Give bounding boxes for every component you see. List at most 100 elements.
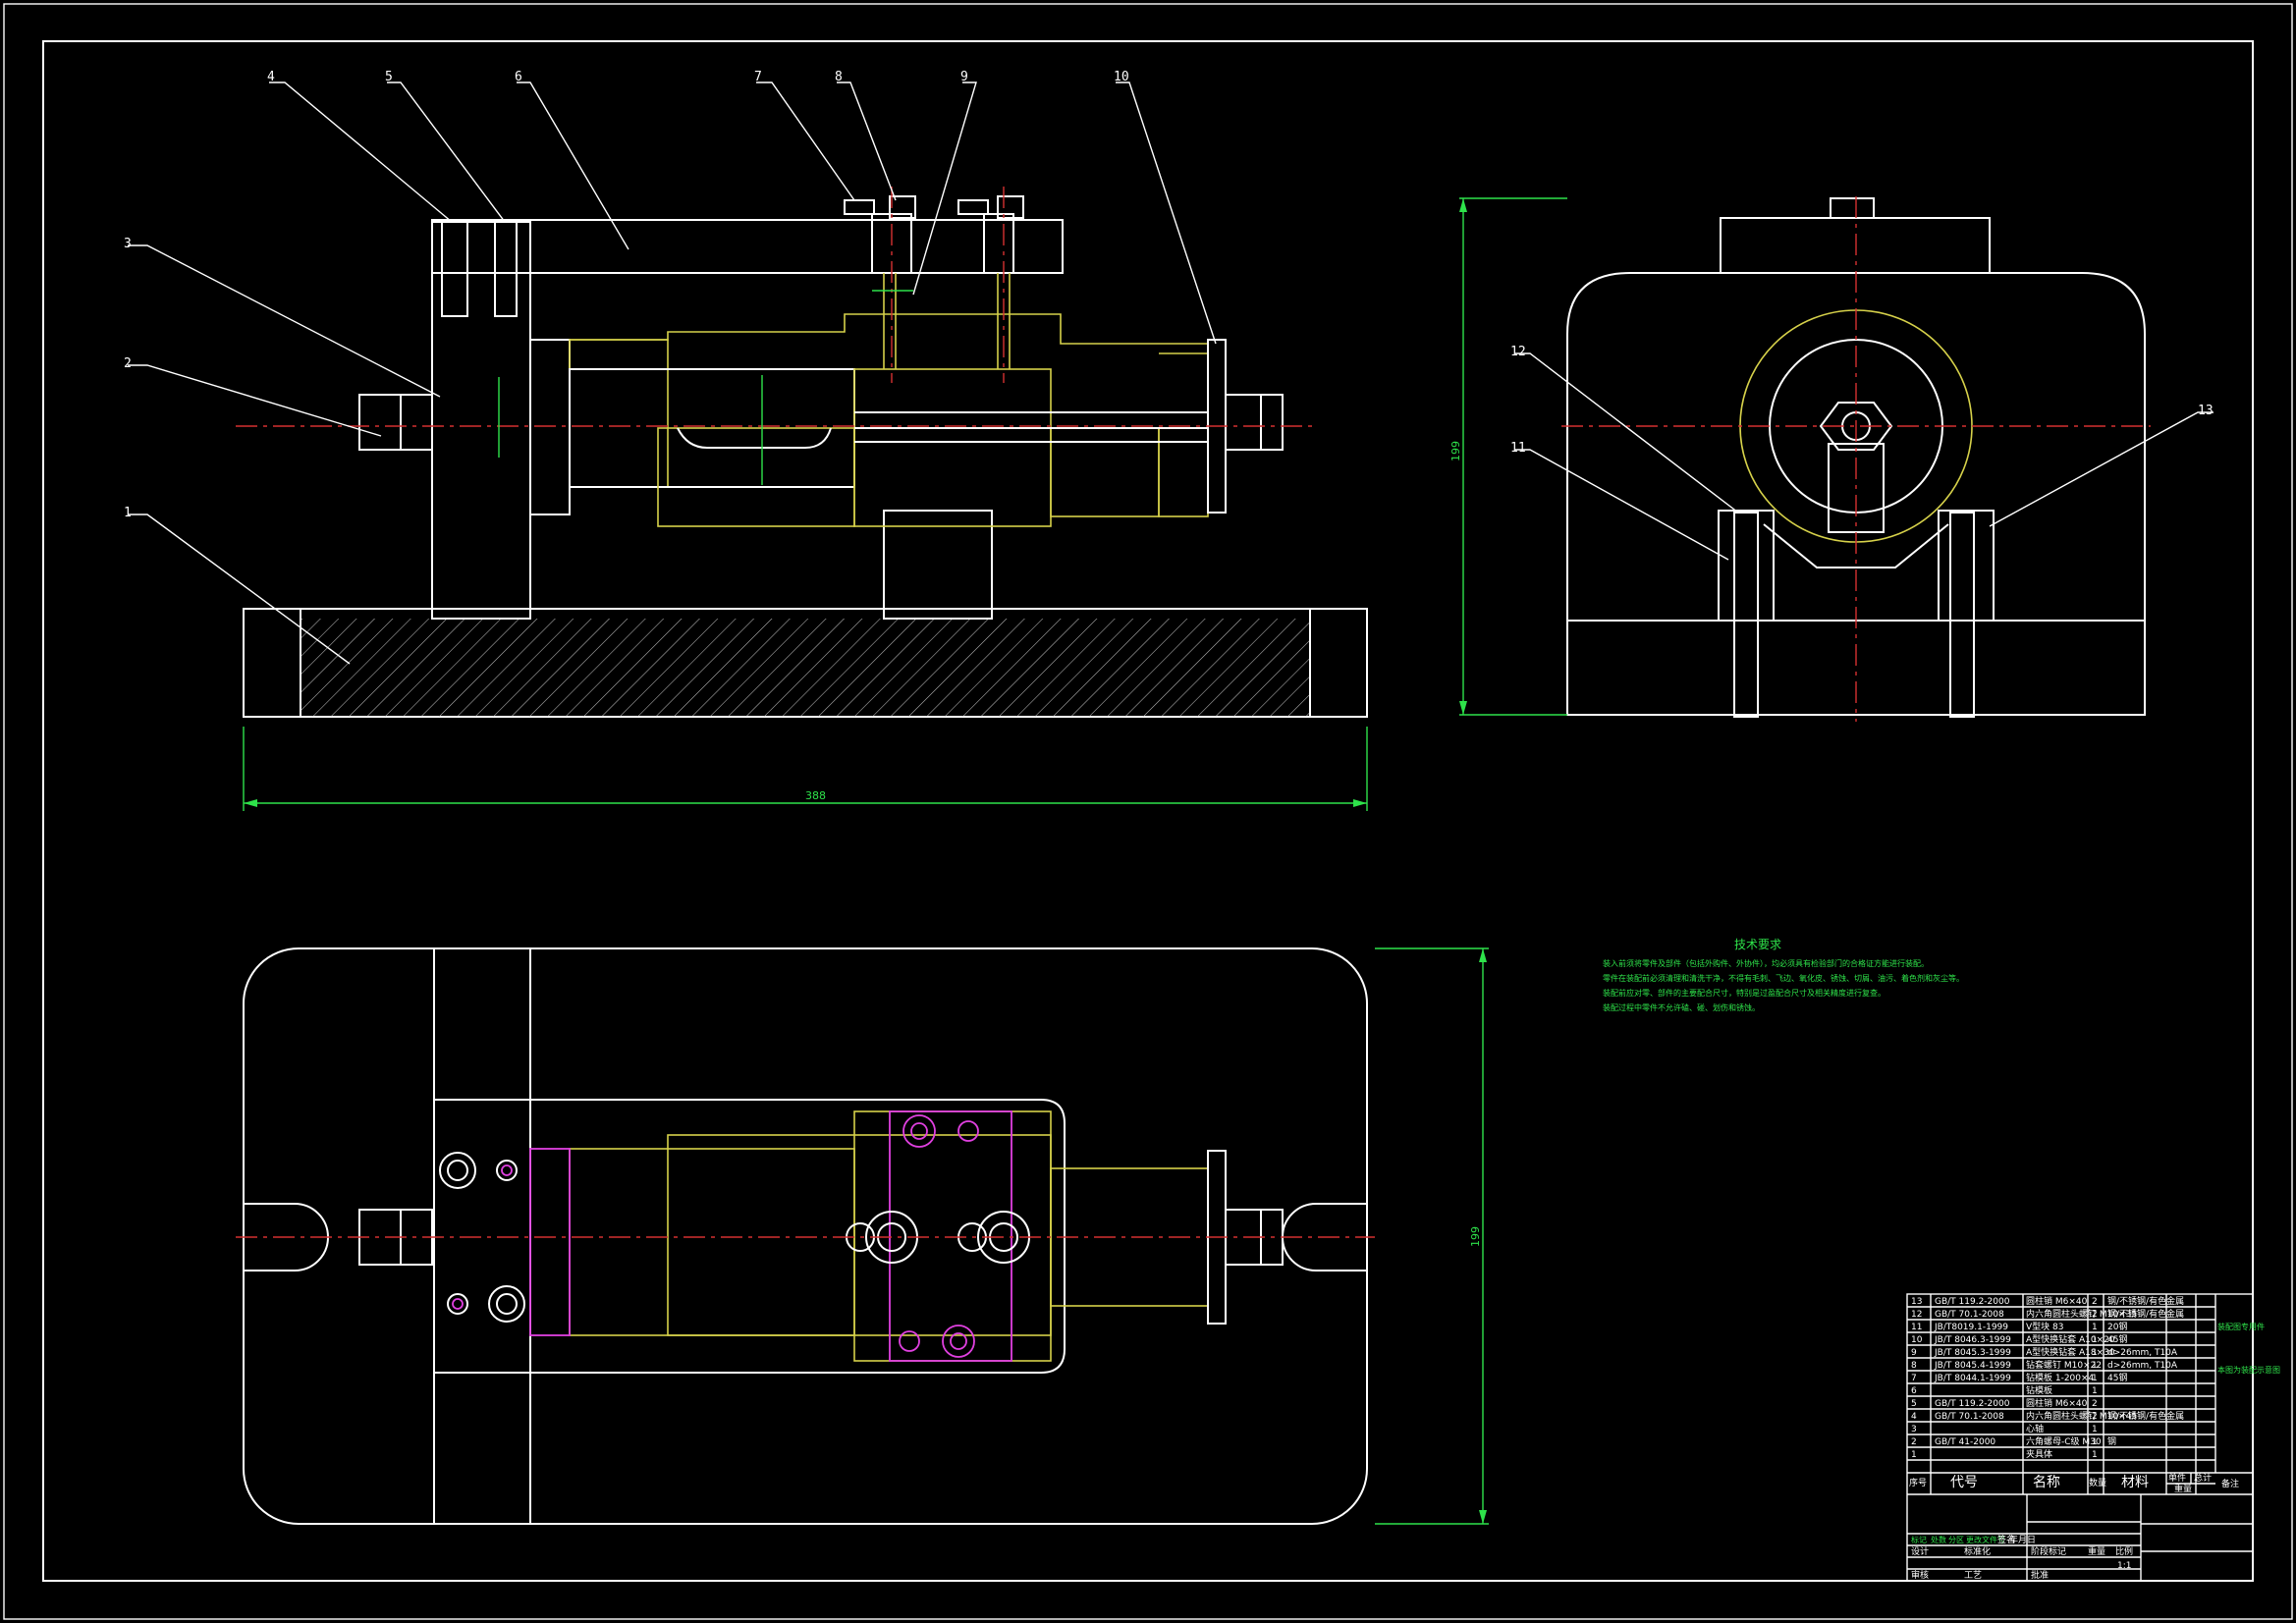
bom-cell-name: 心轴 xyxy=(2026,1423,2044,1434)
bom-cell-qty: 1 xyxy=(2092,1386,2098,1396)
bom-cell-mat: d>26mm, T10A xyxy=(2107,1348,2178,1358)
bom-cell-no: 6 xyxy=(1911,1386,1917,1396)
label-part-10: 10 xyxy=(1114,70,1129,84)
tb-count: 处数 xyxy=(1931,1535,1946,1544)
label-part-7: 7 xyxy=(754,70,762,84)
bom-header-qty: 数量 xyxy=(2089,1477,2106,1488)
bom-cell-code: JB/T8019.1-1999 xyxy=(1934,1323,2008,1332)
label-part-2: 2 xyxy=(124,356,132,371)
bom-cell-qty: 1 xyxy=(2092,1348,2098,1358)
bom-cell-qty: 2 xyxy=(2092,1310,2098,1320)
tb-stage: 阶段标记 xyxy=(2031,1545,2066,1557)
bom-cell-qty: 2 xyxy=(2092,1412,2098,1422)
title-block xyxy=(1906,1293,2254,1582)
dim-top-width: 199 xyxy=(1469,1226,1482,1247)
label-part-6: 6 xyxy=(515,70,522,84)
label-part-9: 9 xyxy=(960,70,968,84)
bom-cell-code: GB/T 119.2-2000 xyxy=(1935,1297,2010,1307)
bom-cell-qty: 1 xyxy=(2092,1437,2098,1447)
notes-line-1: 装入前须将零件及部件（包括外购件、外协件），均必须具有检验部门的合格证方能进行装… xyxy=(1603,958,1929,968)
bom-cell-name: A型快换钻套 A18×30 xyxy=(2026,1346,2115,1358)
bom-cell-no: 2 xyxy=(1911,1437,1917,1447)
tb-standard: 标准化 xyxy=(1964,1545,1991,1557)
bom-cell-qty: 1 xyxy=(2092,1335,2098,1345)
bom-cell-code: JB/T 8046.3-1999 xyxy=(1934,1335,2011,1345)
bom-cell-mat: d>26mm, T10A xyxy=(2107,1361,2178,1371)
bom-cell-no: 5 xyxy=(1911,1399,1917,1409)
bom-cell-no: 3 xyxy=(1911,1425,1917,1434)
label-part-4: 4 xyxy=(267,70,275,84)
tb-weight: 重量 xyxy=(2088,1545,2105,1557)
bom-cell-qty: 2 xyxy=(2092,1297,2098,1307)
bom-cell-qty: 1 xyxy=(2092,1450,2098,1460)
tb-approve: 批准 xyxy=(2031,1569,2049,1581)
tb-design: 设计 xyxy=(1911,1545,1929,1557)
bom-cell-mat: 45钢 xyxy=(2107,1372,2127,1383)
bom-cell-name: 圆柱销 M6×40 xyxy=(2026,1295,2088,1307)
bom-cell-qty: 1 xyxy=(2092,1361,2098,1371)
bom-header-note: 备注 xyxy=(2221,1478,2239,1489)
bom-cell-code: GB/T 119.2-2000 xyxy=(1935,1399,2010,1409)
bom-cell-mat: 20钢 xyxy=(2107,1321,2127,1332)
label-part-3: 3 xyxy=(124,237,132,251)
bom-cell-name: 夹具体 xyxy=(2026,1448,2052,1460)
bom-cell-name: 圆柱销 M6×40 xyxy=(2026,1397,2088,1409)
bom-cell-code: JB/T 8045.3-1999 xyxy=(1934,1348,2011,1358)
bom-cell-name: A型快换钻套 A10×20 xyxy=(2026,1333,2115,1345)
front-section-view xyxy=(236,187,1368,811)
bom-header-weight: 重量 xyxy=(2174,1483,2192,1494)
bom-header-mat: 材料 xyxy=(2121,1475,2149,1490)
bom-cell-no: 1 xyxy=(1911,1450,1917,1460)
tb-scale-value: 1:1 xyxy=(2117,1561,2131,1571)
bom-header-total: 总计 xyxy=(2194,1472,2212,1484)
bom-cell-no: 9 xyxy=(1911,1348,1917,1358)
bom-cell-no: 4 xyxy=(1911,1412,1917,1422)
bom-cell-code: JB/T 8044.1-1999 xyxy=(1934,1374,2011,1383)
outer-border xyxy=(3,3,2293,1620)
bom-header-code: 代号 xyxy=(1950,1475,1978,1490)
bom-cell-no: 8 xyxy=(1911,1361,1917,1371)
tb-process: 工艺 xyxy=(1964,1570,1982,1581)
bom-cell-no: 10 xyxy=(1911,1335,1923,1345)
bom-cell-code: GB/T 41-2000 xyxy=(1935,1437,1995,1447)
label-part-1: 1 xyxy=(124,506,132,520)
bom-side-note-2: 本图为装配示意图 xyxy=(2217,1365,2280,1375)
notes-line-4: 装配过程中零件不允许磕、碰、划伤和锈蚀。 xyxy=(1603,1002,1760,1012)
label-part-12: 12 xyxy=(1510,345,1526,359)
tb-scale: 比例 xyxy=(2115,1545,2133,1557)
bom-cell-qty: 1 xyxy=(2092,1425,2098,1434)
label-part-13: 13 xyxy=(2198,404,2214,418)
dim-side-height: 199 xyxy=(1449,441,1462,461)
notes-line-3: 装配前应对零、部件的主要配合尺寸，特别是过盈配合尺寸及相关精度进行复查。 xyxy=(1603,988,1886,998)
bom-cell-no: 13 xyxy=(1911,1297,1922,1307)
bom-cell-mat: 钢 xyxy=(2107,1435,2116,1447)
bom-cell-mat: 45钢 xyxy=(2107,1333,2127,1345)
bom-cell-name: 钻模板 1-200×4 xyxy=(2026,1372,2095,1383)
bom-cell-no: 7 xyxy=(1911,1374,1917,1383)
bom-cell-qty: 1 xyxy=(2092,1323,2098,1332)
bom-cell-name: 内六角圆柱头螺钉 M10×45 xyxy=(2026,1410,2137,1422)
bom-header-name: 名称 xyxy=(2033,1475,2060,1490)
bom-cell-mat: 钢/不锈钢/有色金属 xyxy=(2107,1410,2184,1422)
top-view xyxy=(236,947,1489,1525)
bom-cell-name: 钻模板 xyxy=(2026,1384,2052,1396)
bom-cell-code: GB/T 70.1-2008 xyxy=(1935,1412,2004,1422)
technical-requirements: 技术要求 装入前须将零件及部件（包括外购件、外协件），均必须具有检验部门的合格证… xyxy=(1603,938,1964,1012)
bom-cell-mat: 钢/不锈钢/有色金属 xyxy=(2107,1295,2184,1307)
bom-cell-code: JB/T 8045.4-1999 xyxy=(1934,1361,2011,1371)
bom-cell-name: 钻套螺钉 M10×22 xyxy=(2026,1359,2102,1371)
tb-sign: 签名 xyxy=(1997,1534,2015,1545)
label-part-11: 11 xyxy=(1510,441,1526,456)
bom-cell-name: 内六角圆柱头螺钉 M10×35 xyxy=(2026,1308,2137,1320)
notes-line-2: 零件在装配前必须清理和清洗干净，不得有毛刺、飞边、氧化皮、锈蚀、切屑、油污、着色… xyxy=(1603,973,1964,983)
tb-zone: 分区 xyxy=(1948,1536,1964,1544)
bom-cell-qty: 2 xyxy=(2092,1399,2098,1409)
side-section-view xyxy=(1459,196,2214,722)
dim-front-length: 388 xyxy=(805,789,826,802)
bom-header-single: 单件 xyxy=(2168,1472,2186,1484)
bom-cell-name: 六角螺母-C级 M30 xyxy=(2026,1435,2102,1447)
label-part-8: 8 xyxy=(835,70,843,84)
tb-change-no: 更改文件号 xyxy=(1966,1535,2005,1544)
